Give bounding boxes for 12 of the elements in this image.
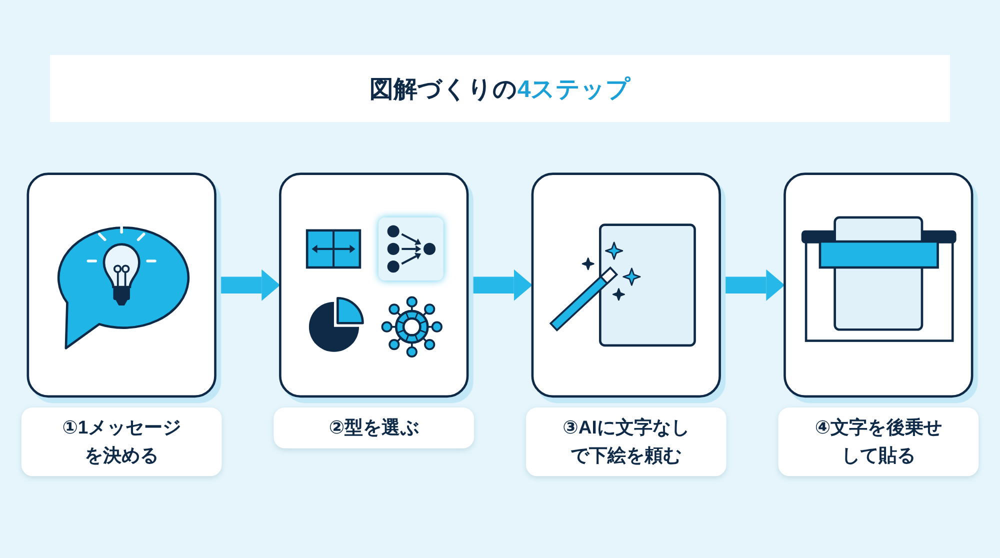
step-label: ③AIに文字なしで下絵を頼む <box>526 408 726 476</box>
step-label: ②型を選ぶ <box>274 408 474 448</box>
title: 図解づくりの4ステップ <box>50 55 950 122</box>
step-card <box>531 172 721 398</box>
arrow <box>720 269 785 301</box>
step-card <box>279 172 469 398</box>
arrow <box>468 269 532 301</box>
step-card <box>784 172 974 398</box>
step-label: ①1メッセージを決める <box>21 408 222 476</box>
arrow <box>215 269 280 301</box>
step-label: ④文字を後乗せして貼る <box>778 408 979 476</box>
step-card <box>26 172 216 398</box>
